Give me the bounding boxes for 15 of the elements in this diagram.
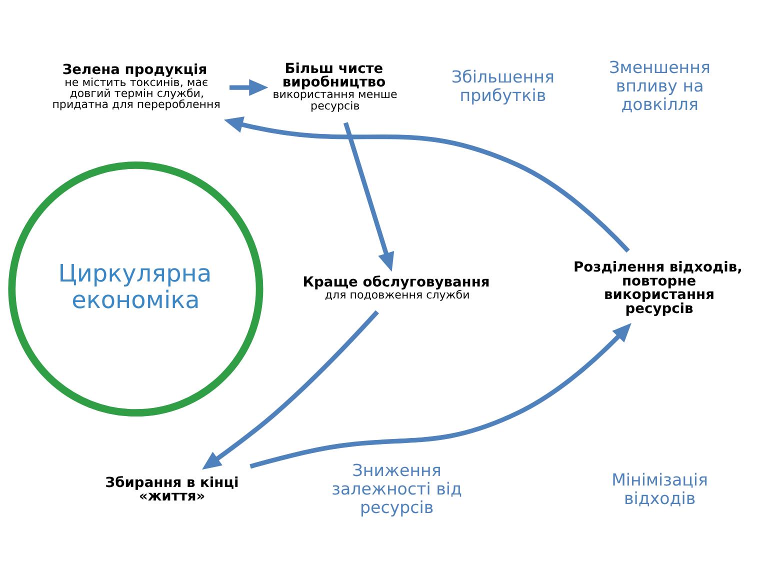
- label: Мінімізація відходів: [612, 470, 708, 508]
- label: Зниження залежності від ресурсів: [332, 460, 462, 516]
- arrow: [224, 116, 630, 252]
- node-text: Розділення відходів, повторне використання ресурсів: [574, 258, 742, 316]
- arrow: [343, 122, 394, 272]
- node-text: Краще обслуговування для подовження служби: [302, 274, 490, 301]
- node-circle: Циркулярна економіка: [8, 160, 264, 416]
- arrow: [202, 310, 379, 470]
- node-text: Більш чисте виробництво використання менше ресурсів: [272, 60, 398, 112]
- label: Збільшення прибутків: [451, 66, 554, 104]
- arrow: [230, 78, 268, 96]
- node-text: Збирання в кінці «життя»: [105, 474, 239, 504]
- arrow: [250, 322, 632, 468]
- label: Зменшення впливу на довкілля: [609, 58, 710, 114]
- node-text: Зелена продукція не містить токсинів, має довгий термін служби, придатна для перероблення: [52, 62, 220, 110]
